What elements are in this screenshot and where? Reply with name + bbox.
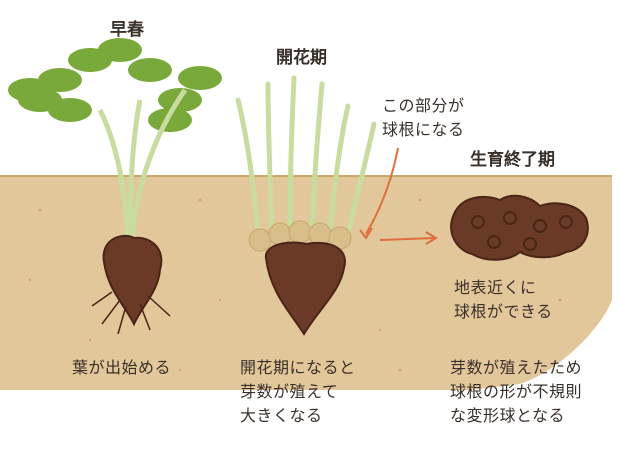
early-spring-bulb — [102, 234, 163, 327]
growth-end-bulb — [450, 194, 589, 261]
soil-speck — [398, 368, 402, 372]
leaf — [148, 108, 192, 132]
soil-speck — [38, 208, 42, 212]
flowering-stems — [235, 75, 377, 237]
soil-speck — [28, 278, 32, 282]
leaf — [178, 66, 222, 90]
soil-speck — [198, 198, 202, 202]
early-spring-plant — [8, 38, 222, 335]
bud — [288, 220, 312, 244]
bulb-bud-knot — [471, 215, 485, 229]
soil-speck — [218, 298, 222, 302]
early-spring-roots — [91, 291, 171, 335]
stage-label-early-spring: 早春 — [110, 20, 144, 40]
bulb-bud-knot — [559, 215, 573, 229]
soil-speck — [378, 328, 382, 332]
growth-end-bulb-buds — [471, 211, 573, 251]
progress-arrow — [379, 237, 435, 241]
bud — [308, 222, 332, 246]
annotation-arrow-head — [359, 227, 373, 240]
soil-speck — [88, 338, 92, 342]
soil-speck — [178, 368, 182, 372]
early-spring-leaves — [8, 38, 222, 132]
leaf — [98, 38, 142, 62]
early-spring-stem — [97, 88, 188, 241]
progress-arrow-head — [425, 231, 438, 245]
growth-end-bulb-cluster — [450, 194, 589, 261]
bulb-bud-knot — [533, 219, 547, 233]
leaf — [8, 78, 52, 102]
soil-specks — [28, 198, 562, 372]
flowering-bulb — [264, 241, 346, 336]
bulb-bud-knot — [487, 235, 501, 249]
desc-flowering: 開花期になると 芽数が殖えて 大きくなる — [240, 358, 356, 425]
flowering-buds — [248, 220, 352, 252]
bulb-annotation: この部分が 球根になる — [382, 96, 465, 139]
stage-label-flowering: 開花期 — [276, 48, 327, 68]
leaf — [48, 98, 92, 122]
bud — [248, 228, 272, 252]
bulb-bud-knot — [523, 237, 537, 251]
desc-early-spring: 葉が出始める — [72, 358, 172, 377]
stage-label-growth-end: 生育終了期 — [470, 150, 555, 170]
flowering-plant — [235, 75, 377, 336]
bulb-bud-knot — [503, 211, 517, 225]
desc-growth-end-surface: 地表近くに 球根ができる — [454, 278, 553, 321]
annotation-arrow — [365, 147, 399, 235]
desc-growth-end: 芽数が殖えたため 球根の形が不規則 な変形球となる — [450, 358, 583, 425]
leaf — [128, 58, 172, 82]
soil-speck — [558, 298, 562, 302]
soil-speck — [418, 198, 422, 202]
